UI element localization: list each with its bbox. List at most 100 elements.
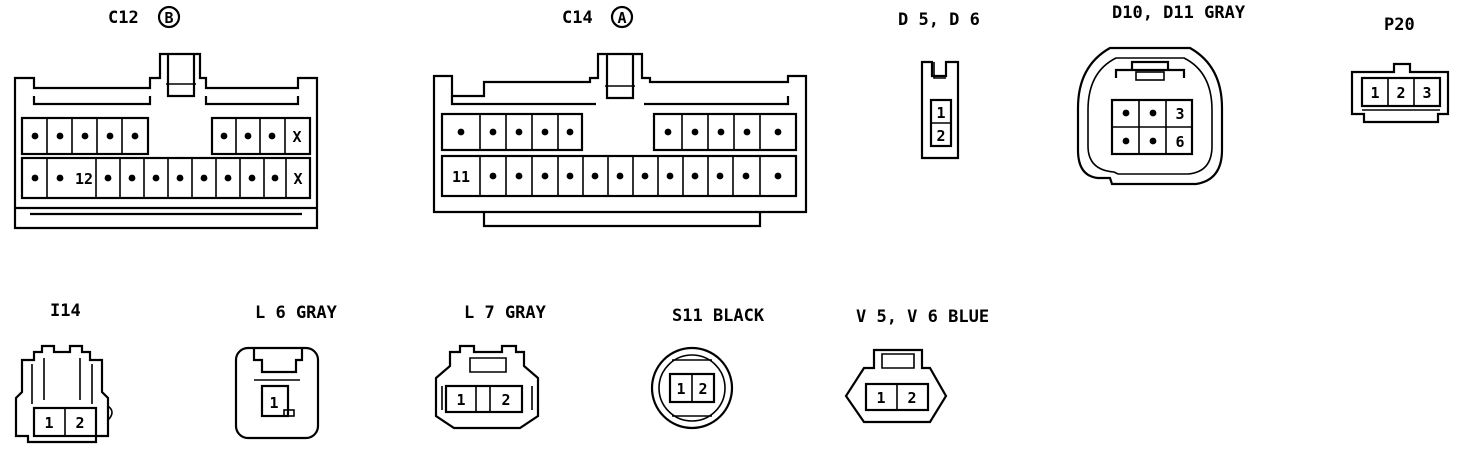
c12-row-1: X — [20, 116, 312, 156]
c14-pin-dot — [515, 128, 523, 136]
v5-v6-pin-2: 2 — [907, 389, 916, 407]
c14-pin-dot — [743, 128, 751, 136]
connector-c12-badge-circle — [157, 5, 181, 29]
c12-pin-dot — [176, 174, 184, 182]
connector-i14: I14 1 2 — [14, 301, 113, 444]
c14-pin-dot — [716, 172, 724, 180]
v5-v6-housing — [844, 348, 948, 424]
c12-pin-x-bottom: X — [293, 170, 302, 188]
c12-pin-dot — [81, 132, 89, 140]
s11-keys — [672, 359, 712, 417]
c12-pin-dot — [106, 132, 114, 140]
c14-lock-tab — [605, 54, 635, 100]
l6-pin-1: 1 — [269, 394, 278, 412]
c14-pin-dot — [691, 128, 699, 136]
connector-c12-badge: B — [164, 9, 173, 27]
connector-l6-title: L 6 GRAY — [255, 303, 338, 323]
c14-upper-rail — [450, 96, 790, 106]
c14-pin-dot — [489, 128, 497, 136]
connector-l7: L 7 GRAY 1 2 — [434, 303, 547, 430]
p20-cavity — [1360, 76, 1442, 108]
c14-pin-dot — [489, 172, 497, 180]
c14-pin-dot — [774, 172, 782, 180]
c12-pin-dot — [220, 132, 228, 140]
c12-pin-dot — [56, 174, 64, 182]
c14-row1-dividers — [479, 114, 761, 150]
d5-d6-pin-1: 1 — [936, 104, 945, 122]
c12-row1-dividers — [46, 118, 286, 154]
connector-p20: P20 1 2 3 — [1350, 15, 1450, 124]
c12-pin-x-top: X — [292, 128, 301, 146]
c12-pin-dot — [104, 174, 112, 182]
v5-v6-pin-1: 1 — [876, 389, 885, 407]
p20-dividers — [1387, 78, 1415, 106]
c12-pin-dot — [244, 132, 252, 140]
c14-pin-dot — [641, 172, 649, 180]
c14-pin-dot — [666, 172, 674, 180]
c12-row2-dividers — [46, 158, 287, 198]
connector-l7-title: L 7 GRAY — [464, 303, 547, 323]
v5-v6-lock — [881, 353, 915, 369]
d10-d11-dividers — [1112, 100, 1192, 154]
l7-cavity — [444, 384, 524, 414]
d10-d11-pin-3: 3 — [1175, 105, 1184, 123]
c14-pin-dot — [541, 172, 549, 180]
c12-row1-right-block — [210, 116, 312, 156]
connector-c14-badge: A — [617, 9, 626, 27]
connector-c14: C14 A 11 — [432, 5, 808, 228]
c14-pin-11: 11 — [452, 168, 470, 186]
c12-row1-left-block — [20, 116, 150, 156]
s11-pin-1: 1 — [676, 380, 685, 398]
i14-housing — [14, 344, 110, 444]
d5-d6-housing — [920, 60, 960, 160]
p20-pin-2: 2 — [1396, 84, 1405, 102]
c14-pin-dot — [691, 172, 699, 180]
connector-c14-badge-circle — [610, 5, 634, 29]
c12-lower-rail — [15, 206, 317, 216]
c12-row-2: 12 X — [20, 156, 312, 200]
connector-c12: C12 B X 12 — [13, 5, 319, 230]
c12-pin-12: 12 — [75, 170, 93, 188]
d10-d11-pin-dot — [1122, 137, 1130, 145]
c14-pin-dot — [664, 128, 672, 136]
l7-dividers — [475, 386, 491, 412]
d10-d11-lock-window — [1135, 71, 1165, 81]
c14-row2-dividers — [479, 156, 761, 196]
l7-pin-2: 2 — [501, 391, 510, 409]
c14-pin-dot — [717, 128, 725, 136]
c14-pin-dot — [591, 172, 599, 180]
l7-pin-1: 1 — [456, 391, 465, 409]
c14-bottom-foot — [482, 212, 762, 228]
i14-pin-2: 2 — [75, 414, 84, 432]
s11-pin-2: 2 — [698, 380, 707, 398]
connector-l6: L 6 GRAY 1 — [234, 303, 338, 440]
connector-p20-title: P20 — [1384, 15, 1415, 35]
s11-shell-inner — [658, 354, 726, 422]
l6-lock — [252, 348, 304, 374]
connector-c14-code: C14 — [562, 8, 593, 28]
c12-pin-dot — [268, 132, 276, 140]
d10-d11-pin-dot — [1149, 109, 1157, 117]
c14-row2-block — [440, 154, 798, 198]
connector-d5-d6: D 5, D 6 1 2 — [898, 10, 980, 160]
c14-pin-dot — [515, 172, 523, 180]
c12-pin-dot — [271, 174, 279, 182]
s11-shell-outer — [650, 346, 734, 430]
l6-cavity — [260, 384, 290, 418]
c12-pin-dot — [31, 132, 39, 140]
c14-pin-dot — [541, 128, 549, 136]
l7-side-ribs — [441, 386, 533, 410]
d10-d11-pin-6: 6 — [1175, 133, 1184, 151]
l6-key — [283, 409, 295, 417]
c14-row-1 — [440, 112, 798, 152]
i14-pin-1: 1 — [44, 414, 53, 432]
c12-lock-tab — [166, 54, 196, 98]
c14-pin-dot — [742, 172, 750, 180]
c14-pin-dot — [457, 128, 465, 136]
c14-pin-dot — [566, 128, 574, 136]
c12-pin-dot — [31, 174, 39, 182]
connector-d10-d11-title: D10, D11 GRAY — [1112, 3, 1246, 23]
connector-d5-d6-title: D 5, D 6 — [898, 10, 980, 30]
connector-d10-d11: D10, D11 GRAY 3 6 — [1076, 3, 1246, 186]
